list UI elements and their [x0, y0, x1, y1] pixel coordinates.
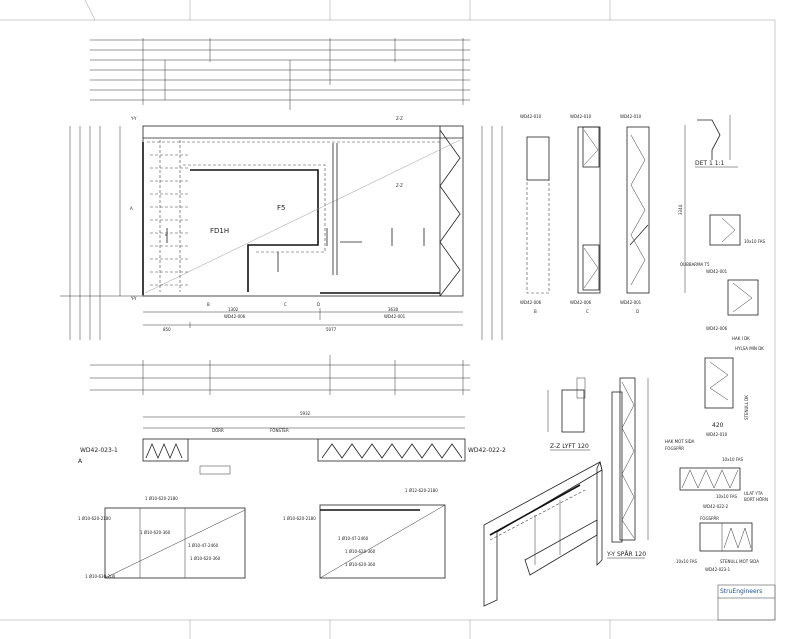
- sheet-frame: [0, 0, 776, 639]
- svg-text:FOGSPÅR: FOGSPÅR: [665, 446, 684, 451]
- dim-ref-wd42-006: WD42-006: [224, 314, 246, 319]
- svg-text:1 Ø10-620-360: 1 Ø10-620-360: [140, 530, 171, 535]
- zz-title: Z-Z LYFT 120: [550, 443, 589, 450]
- vertical-sections: WD42-010 WD42-006 B WD42-010 WD42-006 C …: [520, 114, 686, 314]
- section-c: WD42-010 WD42-006 C: [570, 114, 601, 314]
- svg-text:1 Ø10-47-2460: 1 Ø10-47-2460: [338, 536, 369, 541]
- plan-left-ref: WD42-023-1: [80, 447, 118, 454]
- svg-text:WD42-006: WD42-006: [706, 326, 728, 331]
- svg-text:C: C: [586, 309, 589, 314]
- section-mark-zz-mid: Z-Z: [396, 183, 403, 188]
- svg-text:WD42-010: WD42-010: [520, 114, 542, 119]
- svg-text:WD42-010: WD42-010: [620, 114, 642, 119]
- svg-text:ULAT YTA: ULAT YTA: [744, 491, 763, 496]
- dim-3630: 3630: [388, 307, 399, 312]
- svg-text:WD42-022-2: WD42-022-2: [703, 504, 729, 509]
- svg-text:WD42-006: WD42-006: [520, 300, 542, 305]
- yy-title: Y-Y SPÅR 120: [606, 551, 646, 558]
- svg-text:BORT HÖRN: BORT HÖRN: [744, 497, 768, 502]
- svg-text:B: B: [534, 309, 537, 314]
- section-mark-a: A: [130, 206, 133, 211]
- bottom-dimension-rows: [90, 355, 470, 395]
- title-block: StruEngineers: [717, 584, 776, 621]
- plan-mark-a: A: [78, 458, 83, 465]
- isometric-view: [483, 460, 603, 607]
- dim-ref-wd42-001: WD42-001: [384, 314, 406, 319]
- plan-label-fonster: FÖNSTER: [270, 428, 289, 433]
- section-yy: Y-Y SPÅR 120: [606, 377, 649, 559]
- svg-text:STENULL DK: STENULL DK: [744, 395, 749, 420]
- left-dimension-lines: [60, 126, 503, 340]
- svg-text:1 Ø10-620-360: 1 Ø10-620-360: [345, 549, 376, 554]
- main-elevation: FD1H F5 Y-Y Y-Y Z-Z Z-Z A B C D 1302 363…: [130, 116, 464, 332]
- dim-850: 850: [163, 327, 171, 332]
- svg-text:1 Ø10-620-360: 1 Ø10-620-360: [190, 556, 221, 561]
- svg-text:1 Ø10-620-2180: 1 Ø10-620-2180: [283, 516, 316, 521]
- company-logo-text: StruEngineers: [720, 588, 762, 595]
- section-mark-c: C: [284, 302, 287, 307]
- opening-label-f5: F5: [277, 204, 285, 212]
- rebar-schedule-right: 1 Ø12-620-2180 1 Ø10-620-2180 1 Ø10-47-2…: [283, 488, 446, 579]
- svg-text:OUBBARMA T5: OUBBARMA T5: [680, 262, 710, 267]
- opening-label-fd1h: FD1H: [210, 227, 229, 235]
- details-column: DET 1 1:1 10x10 FAS OUBBARMA T5 WD42-001…: [665, 115, 768, 572]
- svg-text:WD42-010: WD42-010: [706, 432, 728, 437]
- svg-text:1 Ø10-620-360: 1 Ø10-620-360: [345, 562, 376, 567]
- svg-text:HYLSA MIN DK: HYLSA MIN DK: [735, 346, 764, 351]
- svg-text:WD42-010: WD42-010: [570, 114, 592, 119]
- plan-label-dorr: DÖRR: [212, 428, 224, 433]
- svg-text:10x10 FAS: 10x10 FAS: [722, 457, 743, 462]
- plan-section-a: 5932 DÖRR FÖNSTER WD42-023-1 WD42-022-2 …: [78, 411, 506, 475]
- detail-title: DET 1 1:1: [695, 160, 725, 167]
- svg-text:WD42-001: WD42-001: [706, 269, 728, 274]
- plan-right-ref: WD42-022-2: [468, 447, 506, 454]
- svg-text:1 Ø10-620-2180: 1 Ø10-620-2180: [145, 496, 178, 501]
- section-mark-b: B: [207, 302, 210, 307]
- svg-text:1 Ø10-620-2180: 1 Ø10-620-2180: [78, 516, 111, 521]
- top-dimension-rows: [90, 38, 470, 110]
- svg-text:10x10 FAS: 10x10 FAS: [676, 559, 697, 564]
- svg-text:420: 420: [712, 422, 724, 429]
- svg-text:WD42-023-1: WD42-023-1: [705, 567, 731, 572]
- svg-text:FOGSPÅR: FOGSPÅR: [700, 516, 719, 521]
- section-d: WD42-010 WD42-001 D: [620, 114, 650, 314]
- lifting-anchors: [165, 228, 425, 272]
- svg-text:HAK I DK: HAK I DK: [732, 336, 750, 341]
- svg-text:WD42-001: WD42-001: [620, 300, 642, 305]
- dim-1302: 1302: [228, 307, 239, 312]
- dim-5932: 5932: [300, 411, 311, 416]
- svg-text:HAK MOT SIDA: HAK MOT SIDA: [665, 439, 695, 444]
- svg-text:STENULL MOT SIDA: STENULL MOT SIDA: [720, 559, 759, 564]
- dim-3344: 3344: [678, 204, 683, 215]
- section-mark-d: D: [317, 302, 320, 307]
- svg-text:10x10 FAS: 10x10 FAS: [744, 239, 765, 244]
- dim-5077: 5077: [326, 327, 337, 332]
- section-mark-yy-bottom: Y-Y: [130, 296, 137, 301]
- section-zz: Z-Z LYFT 120: [547, 377, 590, 451]
- svg-text:1 Ø12-620-2180: 1 Ø12-620-2180: [405, 488, 438, 493]
- svg-text:1 Ø10-630-200: 1 Ø10-630-200: [85, 574, 116, 579]
- svg-text:D: D: [636, 309, 639, 314]
- section-mark-yy-top: Y-Y: [130, 116, 137, 121]
- svg-text:1 Ø10-47-2460: 1 Ø10-47-2460: [188, 543, 219, 548]
- svg-text:WD42-006: WD42-006: [570, 300, 592, 305]
- section-mark-zz-top: Z-Z: [396, 116, 403, 121]
- rebar-schedule-left: 1 Ø10-620-2180 1 Ø10-620-2180 1 Ø10-620-…: [78, 496, 246, 579]
- rebar-hatching: [142, 140, 190, 295]
- svg-text:10x10 FAS: 10x10 FAS: [716, 494, 737, 499]
- section-b: WD42-010 WD42-006 B: [520, 114, 550, 314]
